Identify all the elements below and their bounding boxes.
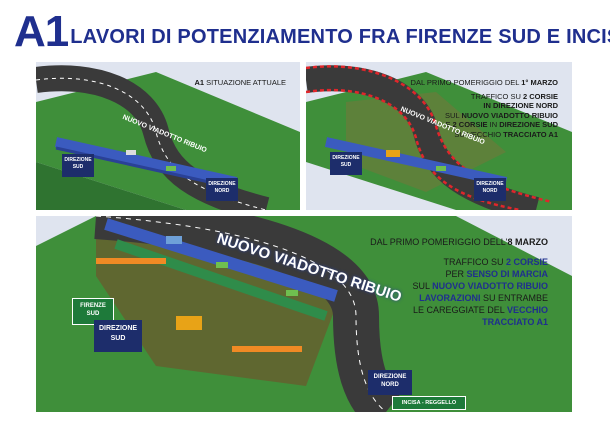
text-fragment: IN <box>487 120 500 129</box>
barrier-line <box>306 88 521 210</box>
text-fragment: PER <box>445 269 467 279</box>
panel-current-situation: A1 SITUAZIONE ATTUALE NUOVO VIADOTTO RIB… <box>36 62 300 210</box>
text-fragment: NUOVO VIADOTTO RIBUIO <box>432 281 548 291</box>
text-fragment: NUOVO VIADOTTO RIBUIO <box>461 110 558 120</box>
sign-line: DIREZIONE <box>373 374 407 380</box>
viaduct-deck <box>104 218 338 302</box>
sign-line: SUD <box>72 164 84 170</box>
sign-direzione-nord: DIREZIONE NORD <box>368 370 412 395</box>
text-fragment: SU VECCHIO <box>454 129 504 139</box>
text-line: LAVORAZIONI SU ENTRAMBE <box>370 292 548 304</box>
sign-line: DIREZIONE <box>208 181 236 187</box>
panel3-illustration <box>36 216 572 412</box>
text-fragment: TRACCIATO A1 <box>503 129 558 139</box>
sign-direzione-sud: DIREZIONE SUD <box>94 320 142 352</box>
text-line: SU VECCHIO TRACCIATO A1 <box>411 130 558 140</box>
text-fragment: SUL <box>412 281 433 291</box>
sign-line: SUD <box>340 162 352 168</box>
text-fragment: 2 CORSIE <box>452 120 488 129</box>
text-line: SUL NUOVO VIADOTTO RIBUIO <box>370 280 548 292</box>
car <box>216 262 228 268</box>
panel2-text: DAL PRIMO POMERIGGIO DEL 1° MARZO TRAFFI… <box>411 78 558 139</box>
car <box>126 150 136 155</box>
sign-line: DIREZIONE <box>64 157 92 163</box>
caption-bold: A1 <box>194 78 205 87</box>
text-line: PER SENSO DI MARCIA <box>370 268 548 280</box>
text-line: TRACCIATO A1 <box>482 317 548 327</box>
viaduct-deck <box>54 137 238 187</box>
page-header: A1 LAVORI DI POTENZIAMENTO FRA FIRENZE S… <box>14 10 610 54</box>
text-line: DAL PRIMO POMERIGGIO DEL 1° MARZO <box>411 78 558 88</box>
sign-line: SUD <box>110 335 126 342</box>
panel-march-1: DAL PRIMO POMERIGGIO DEL 1° MARZO TRAFFI… <box>306 62 572 210</box>
text-line: IN DIREZIONE NORD <box>483 101 558 110</box>
text-fragment: SENSO DI MARCIA <box>466 269 548 279</box>
sign-line: DIREZIONE <box>332 155 360 161</box>
text-fragment: DAL PRIMO POMERIGGIO DELL' <box>370 237 508 247</box>
text-fragment: DIREZIONE SUD <box>499 120 558 129</box>
panel1-caption: A1 SITUAZIONE ATTUALE <box>194 78 286 88</box>
car <box>436 166 446 171</box>
viaduct-deck <box>324 137 508 187</box>
barrier <box>96 258 166 264</box>
caption-rest: SITUAZIONE ATTUALE <box>204 78 286 87</box>
sign-line: INCISA - REGGELLO <box>401 400 457 406</box>
panel2-illustration <box>306 65 572 210</box>
panel-march-8: DAL PRIMO POMERIGGIO DELL'8 MARZO TRAFFI… <box>36 216 572 412</box>
sign-line: DIREZIONE <box>476 181 504 187</box>
text-fragment: VECCHIO <box>506 305 548 315</box>
old-motorway-line <box>95 216 387 412</box>
sign-line: FIRENZE <box>80 303 106 309</box>
sign-line: NORD <box>381 382 399 388</box>
panel1-sign-south: DIREZIONE SUD <box>62 154 94 177</box>
text-fragment: E <box>445 120 453 129</box>
text-line: E 2 CORSIE IN DIREZIONE SUD <box>411 120 558 130</box>
text-fragment: TRAFFICO SU <box>443 257 506 267</box>
text-fragment: SUL <box>445 110 462 120</box>
panel1-sign-north: DIREZIONE NORD <box>206 178 238 201</box>
old-motorway-line <box>36 77 267 210</box>
car <box>286 290 298 296</box>
page-title: LAVORI DI POTENZIAMENTO FRA FIRENZE SUD … <box>70 25 610 48</box>
text-fragment: SU ENTRAMBE <box>480 293 548 303</box>
cement-truck <box>386 150 400 157</box>
text-fragment: DAL PRIMO POMERIGGIO DEL <box>410 78 522 87</box>
cement-truck <box>176 316 202 330</box>
car <box>166 166 176 171</box>
sign-line: NORD <box>214 188 230 194</box>
panel2-sign-north: DIREZIONE NORD <box>474 178 506 201</box>
text-fragment: 8 MARZO <box>507 237 549 247</box>
text-line: SUL NUOVO VIADOTTO RIBUIO <box>411 111 558 121</box>
panel3-text: DAL PRIMO POMERIGGIO DELL'8 MARZO TRAFFI… <box>370 236 548 328</box>
sign-line: NORD <box>482 188 498 194</box>
highway-code: A1 <box>14 7 69 56</box>
text-line: TRAFFICO SU 2 CORSIE <box>411 92 558 102</box>
text-fragment: LAVORAZIONI <box>419 293 481 303</box>
text-fragment: 2 CORSIE <box>505 257 548 267</box>
truck <box>166 236 182 244</box>
text-fragment: 2 CORSIE <box>522 91 558 101</box>
viaduct-deck <box>114 239 328 321</box>
text-line: LE CAREGGIATE DEL VECCHIO <box>370 304 548 316</box>
sign-line: SUD <box>86 311 100 317</box>
sign-line: DIREZIONE <box>98 325 138 332</box>
text-line: TRAFFICO SU 2 CORSIE <box>370 256 548 268</box>
text-fragment: LE CAREGGIATE DEL <box>412 305 507 315</box>
text-fragment: TRAFFICO SU <box>470 91 523 101</box>
barrier <box>232 346 302 352</box>
panel2-sign-south: DIREZIONE SUD <box>330 152 362 175</box>
sign-incisa-reggello: INCISA - REGGELLO <box>392 396 466 410</box>
text-line: DAL PRIMO POMERIGGIO DELL'8 MARZO <box>370 236 548 248</box>
text-fragment: 1° MARZO <box>521 78 558 87</box>
